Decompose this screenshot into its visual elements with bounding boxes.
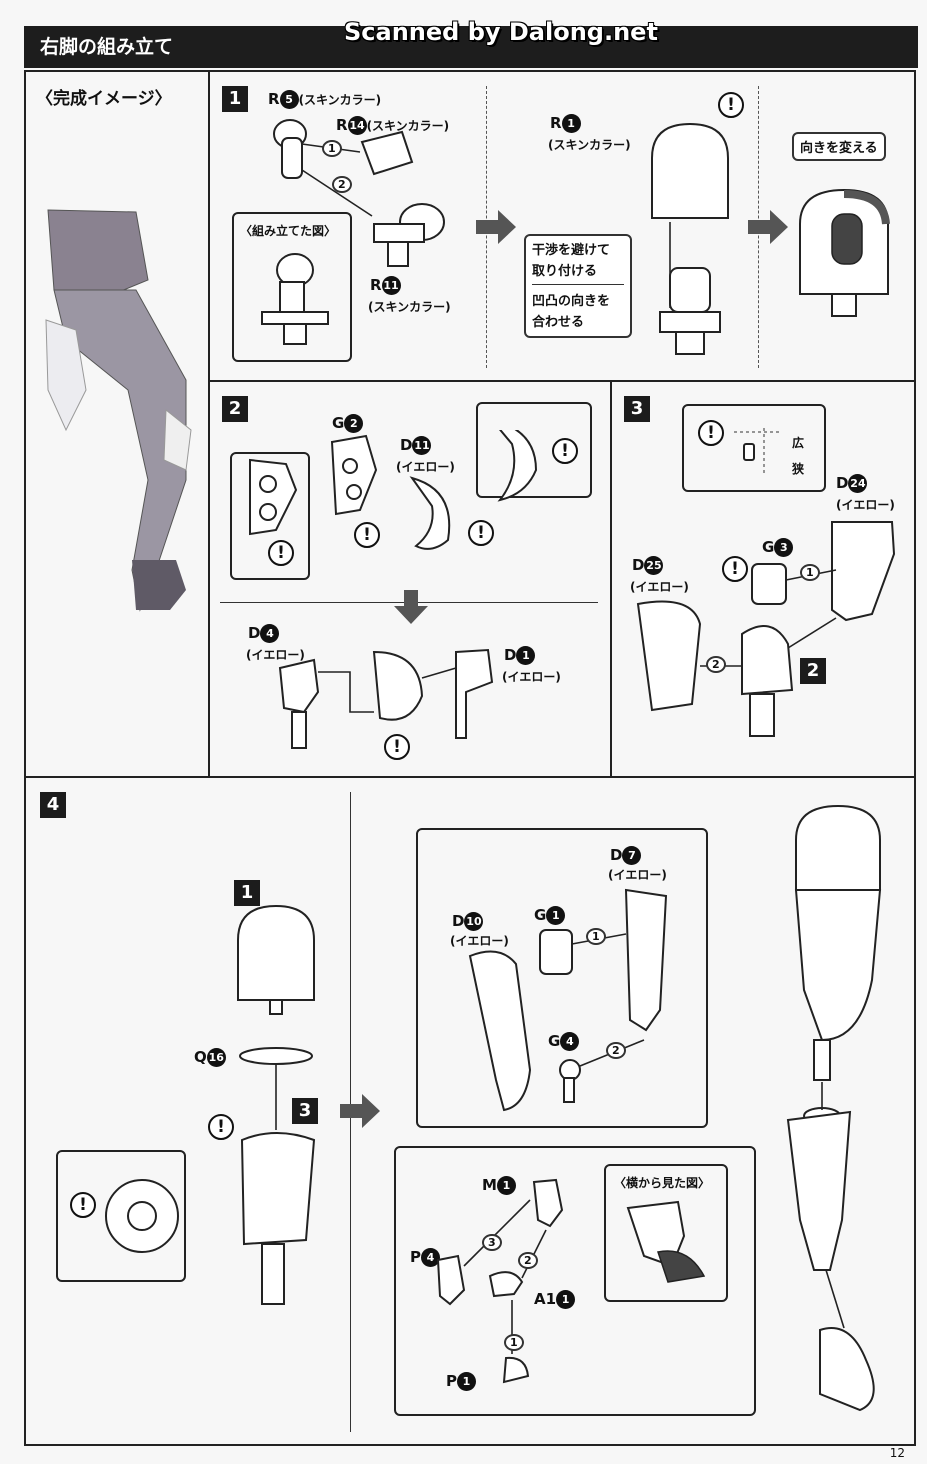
d1-sub: (イエロー): [502, 670, 561, 684]
header-bar: [24, 26, 918, 68]
step4-thigh-assembly: [237, 904, 316, 1305]
step2-down-arrow: [394, 590, 428, 624]
assembled-inset-figure: [261, 253, 329, 345]
warning-icon: !: [468, 520, 494, 546]
foot-subassembly: [394, 1146, 756, 1416]
step1-parts-a: [273, 119, 445, 267]
preview-label: 〈完成イメージ〉: [36, 89, 172, 109]
foot-arrow-1: 1: [504, 1334, 524, 1351]
step2-parts-bottom: [278, 648, 494, 749]
assembled-inset-label: 〈組み立てた図〉: [240, 224, 337, 238]
step3-inset: [682, 404, 826, 492]
rotate-note: 向きを変える: [792, 132, 886, 161]
side-view-figure: [626, 1200, 706, 1283]
warning-icon: !: [70, 1192, 96, 1218]
step2-inset-left: [230, 452, 310, 580]
step3-ref-2: 2: [800, 658, 826, 684]
step2-parts-top: [249, 430, 538, 550]
warning-icon: !: [384, 734, 410, 760]
step4-panel: [24, 776, 916, 1446]
step4-full-leg: [786, 804, 882, 1412]
step4-number: 4: [40, 792, 66, 818]
assembled-inset: [232, 212, 352, 362]
d24-sub: (イエロー): [836, 498, 895, 512]
step3-arrow-1: 1: [800, 564, 820, 581]
step4-next-arrow: [340, 1094, 380, 1128]
step3-parts: [636, 521, 896, 737]
page-number: 12: [889, 1446, 905, 1460]
warning-icon: !: [208, 1114, 234, 1140]
scan-credit: Scanned by Dalong.net: [344, 18, 658, 46]
warning-icon: !: [698, 420, 724, 446]
step4-detail-inset: [56, 1150, 186, 1282]
step3-number: 3: [624, 396, 650, 422]
warning-icon: !: [268, 540, 294, 566]
leg-preview-image: [45, 209, 192, 612]
shin-arrow-2: 2: [606, 1042, 626, 1059]
shin-subassembly-parts: [468, 888, 668, 1112]
side-view-label: 〈横から見た図〉: [614, 1176, 711, 1190]
shin-arrow-1: 1: [586, 928, 606, 945]
wide-label: 広: [792, 436, 805, 450]
step2-inset-right: [476, 402, 592, 498]
step3-inset-figure: [734, 428, 782, 474]
interference-note: 干渉を避けて取り付ける 凹凸の向きを合わせる: [524, 234, 632, 338]
r11-sub: (スキンカラー): [368, 300, 451, 314]
step1-arrow-2: 2: [332, 176, 352, 193]
step1-number: 1: [222, 86, 248, 112]
d25-sub: (イエロー): [630, 580, 689, 594]
warning-icon: !: [552, 438, 578, 464]
step1-next-arrow-a: [476, 210, 516, 244]
foot-subassembly-parts: [436, 1178, 564, 1384]
foot-arrow-3: 3: [482, 1234, 502, 1251]
warning-icon: !: [718, 92, 744, 118]
step1-rotated-knee: [799, 188, 890, 317]
step1-next-arrow-b: [748, 210, 788, 244]
warning-icon: !: [354, 522, 380, 548]
foot-arrow-2: 2: [518, 1252, 538, 1269]
shin-subassembly: [416, 828, 708, 1128]
side-view-inset: [604, 1164, 728, 1302]
step2-number: 2: [222, 396, 248, 422]
r1-sub: (スキンカラー): [548, 138, 631, 152]
narrow-label: 狭: [792, 462, 805, 476]
step4-ref-3: 3: [292, 1098, 318, 1124]
d10-sub: (イエロー): [450, 934, 509, 948]
step4-detail-figure: [105, 1179, 179, 1253]
step4-ref-1: 1: [234, 880, 260, 906]
warning-icon: !: [722, 556, 748, 582]
step1-arrow-1: 1: [322, 140, 342, 157]
page-title: 右脚の組み立て: [40, 36, 174, 58]
step1-knee-figure: [651, 122, 729, 355]
step3-arrow-2: 2: [706, 656, 726, 673]
d4-sub: (イエロー): [246, 648, 305, 662]
d7-sub: (イエロー): [608, 868, 667, 882]
d11-sub: (イエロー): [396, 460, 455, 474]
